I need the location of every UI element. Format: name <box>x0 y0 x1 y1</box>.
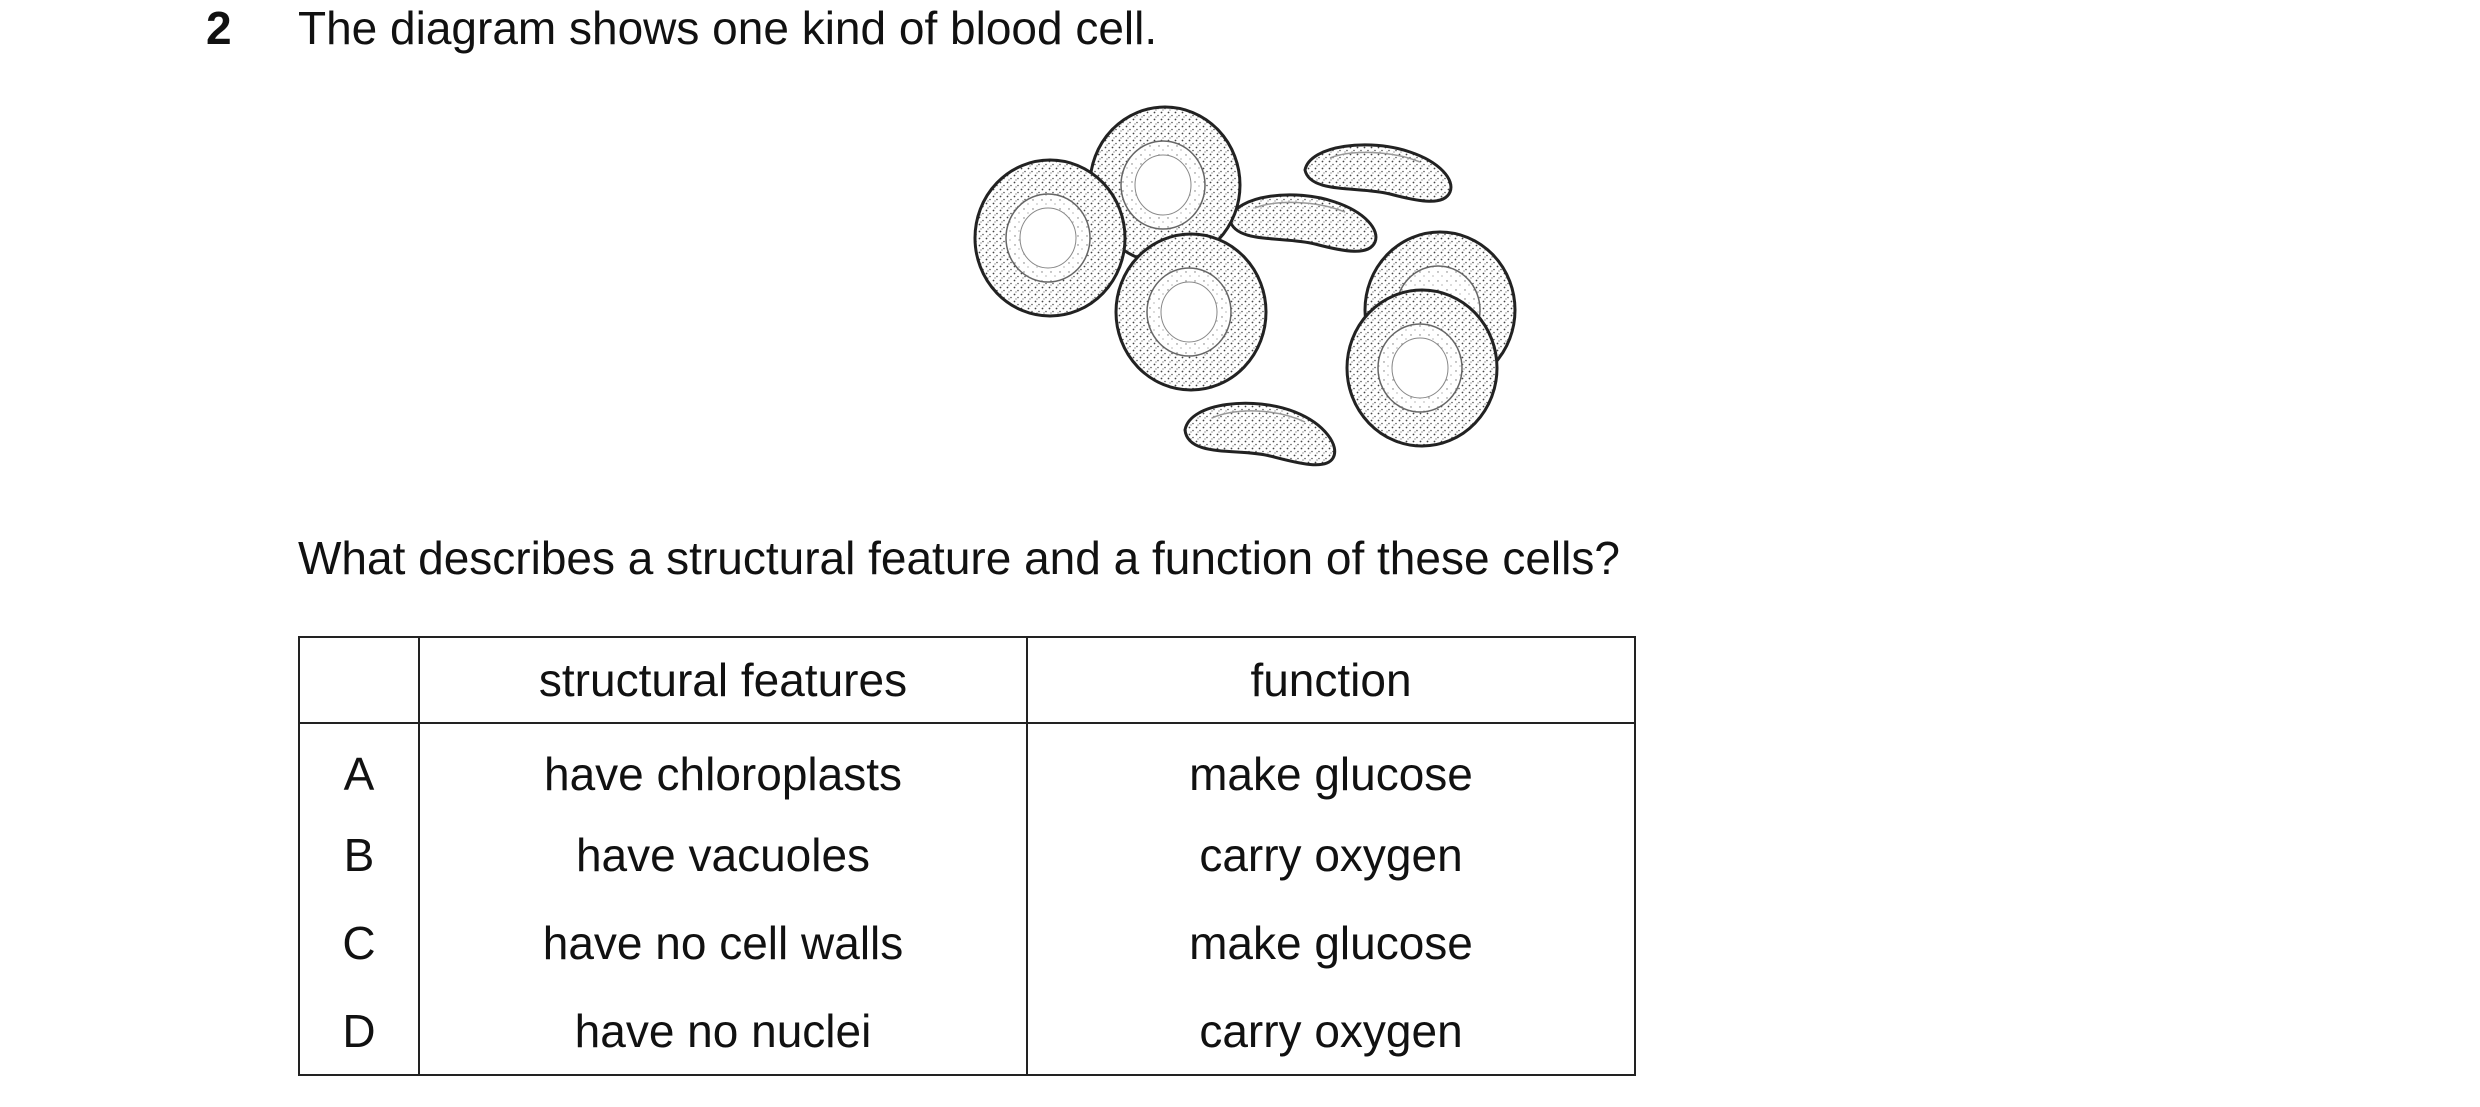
question-prompt: What describes a structural feature and … <box>298 532 1620 584</box>
option-function: carry oxygen <box>1026 811 1636 899</box>
option-function: carry oxygen <box>1026 987 1636 1076</box>
question-number: 2 <box>206 2 232 54</box>
option-function: make glucose <box>1026 899 1636 987</box>
disc-cell <box>1114 232 1268 392</box>
disc-cell <box>1088 105 1242 265</box>
table-row: D have no nuclei carry oxygen <box>298 987 1636 1076</box>
option-letter: A <box>298 723 420 811</box>
table-row: B have vacuoles carry oxygen <box>298 811 1636 899</box>
blood-cell-diagram <box>973 105 1517 467</box>
option-letter: C <box>298 899 420 987</box>
table-row: C have no cell walls make glucose <box>298 899 1636 987</box>
option-feature: have chloroplasts <box>418 723 1028 811</box>
option-letter: B <box>298 811 420 899</box>
option-function: make glucose <box>1026 723 1636 811</box>
side-view-cell <box>1183 401 1337 467</box>
table-row: A have chloroplasts make glucose <box>298 723 1636 811</box>
option-feature: have vacuoles <box>418 811 1028 899</box>
table-header-row: structural features function <box>298 636 1636 724</box>
side-view-cell <box>1303 143 1453 203</box>
side-view-cell <box>1228 193 1378 253</box>
header-function: function <box>1026 636 1636 724</box>
option-letter: D <box>298 987 420 1076</box>
disc-cell <box>973 158 1127 318</box>
options-table: structural features function A have chlo… <box>298 636 1636 1076</box>
header-structural-features: structural features <box>418 636 1028 724</box>
question-stem: The diagram shows one kind of blood cell… <box>298 2 1158 54</box>
option-feature: have no nuclei <box>418 987 1028 1076</box>
header-letter <box>298 636 420 724</box>
disc-cell <box>1345 288 1499 448</box>
option-feature: have no cell walls <box>418 899 1028 987</box>
